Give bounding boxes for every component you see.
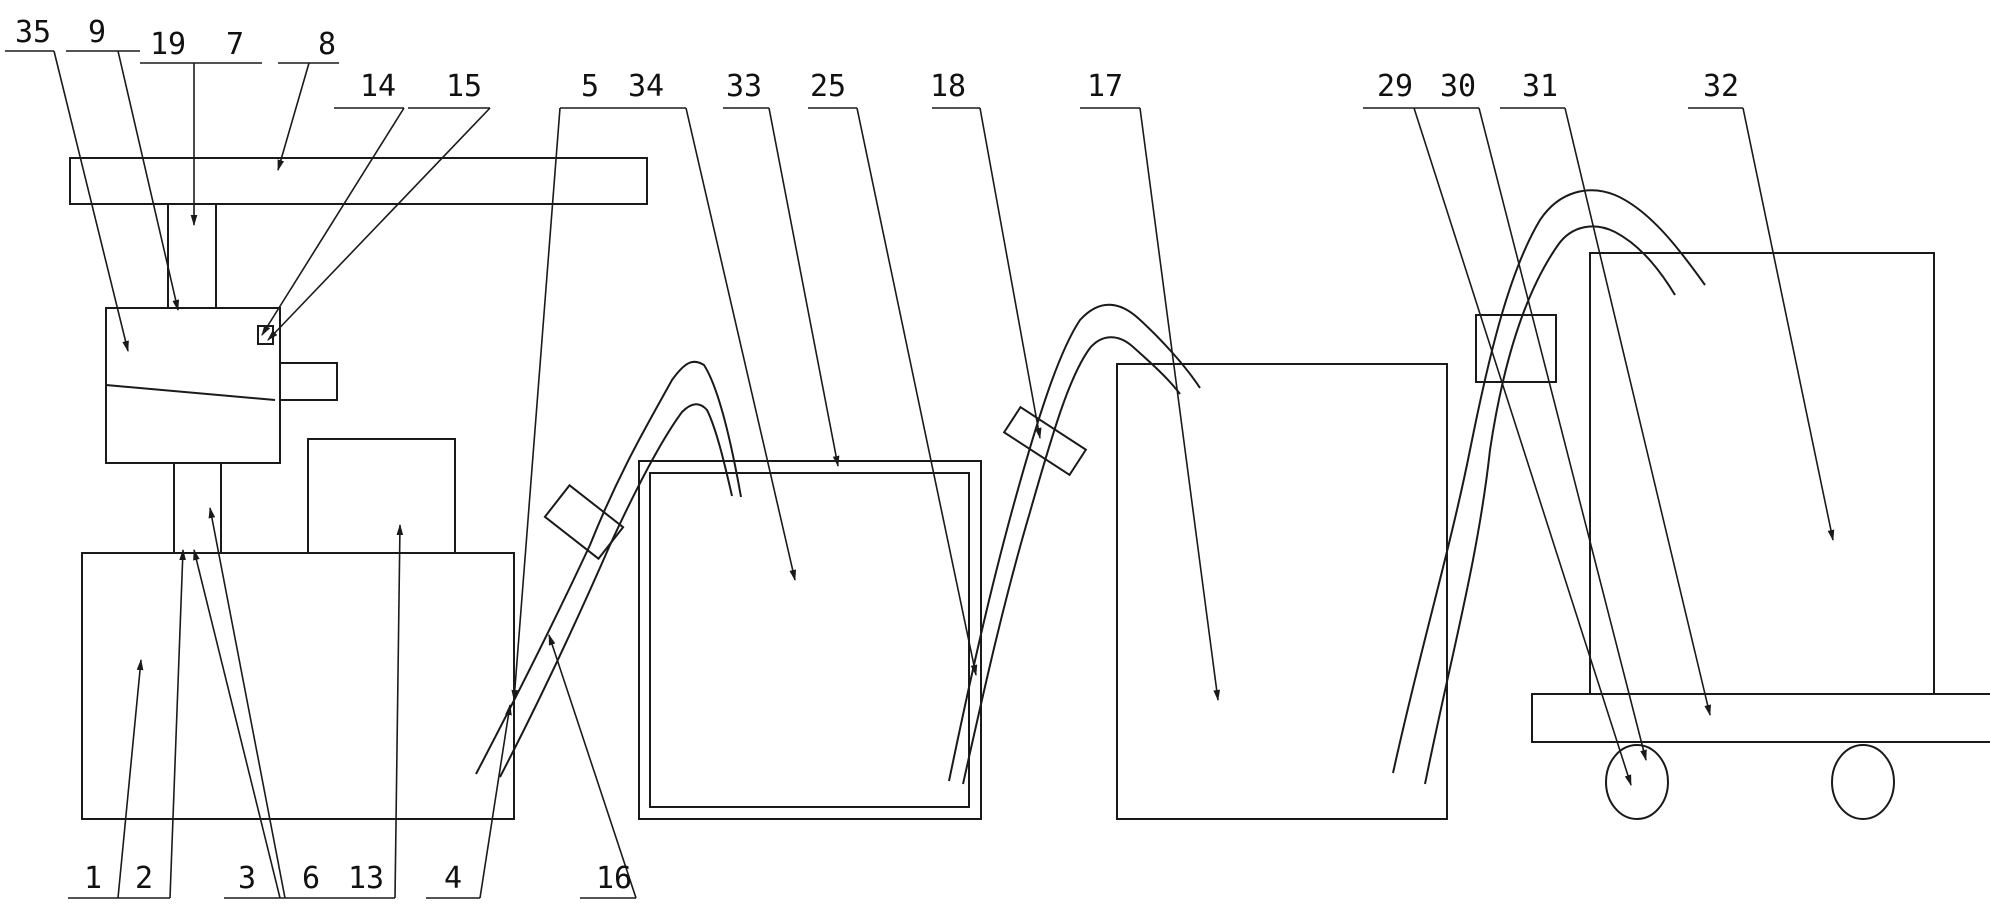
- label-32: 32: [1703, 69, 1739, 104]
- label-4: 4: [444, 861, 462, 896]
- label-30: 30: [1440, 69, 1476, 104]
- hose-1-outer: [475, 360, 742, 775]
- label-34: 34: [628, 69, 664, 104]
- left-machine: [69, 157, 648, 820]
- label-16: 16: [596, 861, 632, 896]
- hose-2-clamp: [1002, 405, 1088, 477]
- label-8: 8: [318, 27, 336, 62]
- label-6: 6: [302, 861, 320, 896]
- label-3: 3: [238, 861, 256, 896]
- tank-inner: [649, 472, 970, 808]
- hose-1-inner: [499, 403, 733, 778]
- leader-lines-top: [5, 50, 1835, 787]
- label-9: 9: [88, 15, 106, 50]
- middle-box: [1116, 363, 1448, 820]
- label-5: 5: [581, 69, 599, 104]
- top-labels: 35 9 19 7 8 14 15 5 34 33 25 18 17 29 30…: [15, 15, 1739, 104]
- leader-lines-bottom: [68, 506, 637, 899]
- base-box: [81, 552, 515, 820]
- hose-3-outer: [1392, 189, 1706, 774]
- motor-box: [307, 438, 456, 554]
- hose-2-inner: [962, 336, 1181, 785]
- label-14: 14: [360, 69, 396, 104]
- lower-column: [173, 462, 222, 554]
- head-divider: [105, 384, 276, 401]
- cart-wheel-left: [1605, 744, 1669, 820]
- hose-1-clamp: [543, 483, 625, 561]
- head-body: [105, 307, 281, 464]
- hose-3-clamp: [1475, 314, 1557, 383]
- label-17: 17: [1087, 69, 1123, 104]
- label-31: 31: [1522, 69, 1558, 104]
- cart-container: [1589, 252, 1935, 695]
- label-33: 33: [726, 69, 762, 104]
- tank-outer: [638, 460, 982, 820]
- hose-3-inner: [1424, 225, 1676, 785]
- tank: [638, 460, 982, 820]
- label-25: 25: [810, 69, 846, 104]
- hose-2: [948, 303, 1201, 785]
- upper-column: [167, 203, 217, 309]
- top-beam: [69, 157, 648, 205]
- label-35: 35: [15, 15, 51, 50]
- cart: [1531, 252, 1990, 820]
- bottom-labels: 1 2 3 6 13 4 16: [84, 861, 632, 896]
- label-19: 19: [150, 27, 186, 62]
- label-29: 29: [1377, 69, 1413, 104]
- label-7: 7: [226, 27, 244, 62]
- label-15: 15: [446, 69, 482, 104]
- label-18: 18: [930, 69, 966, 104]
- cart-platform: [1531, 693, 1990, 743]
- hose-2-outer: [948, 303, 1201, 782]
- cart-wheel-right: [1831, 744, 1895, 820]
- label-1: 1: [84, 861, 102, 896]
- label-13: 13: [348, 861, 384, 896]
- hose-1: [475, 360, 742, 778]
- hose-3: [1392, 189, 1706, 785]
- label-2: 2: [135, 861, 153, 896]
- head-nozzle: [279, 362, 338, 401]
